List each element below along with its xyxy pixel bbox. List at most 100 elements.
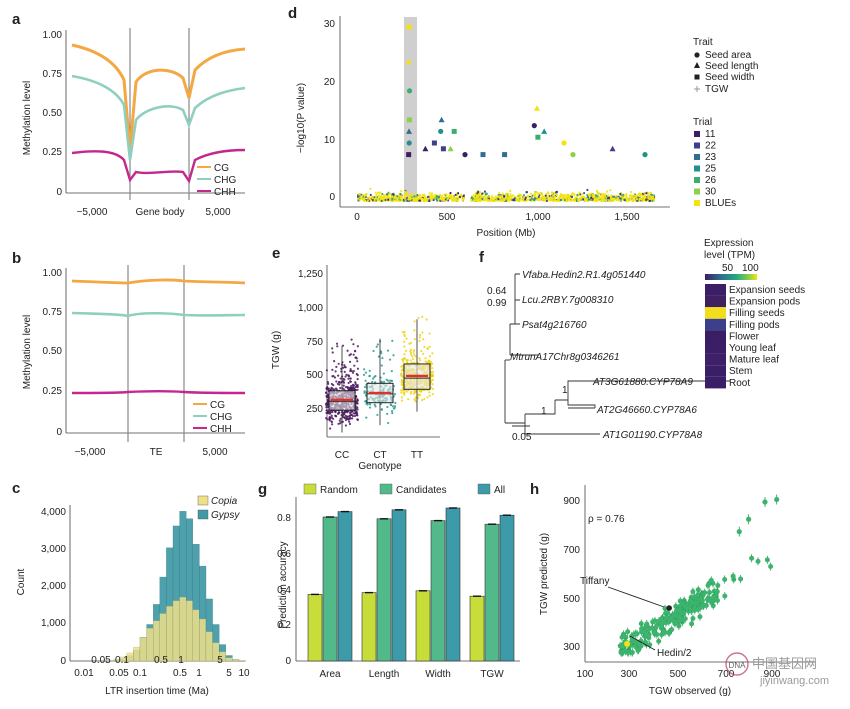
jitter-point: [364, 371, 368, 374]
snp-point: [476, 196, 479, 199]
snp-point: [506, 199, 509, 202]
snp-point: [585, 199, 588, 202]
jitter-point: [342, 380, 345, 383]
scatter-point: [688, 608, 694, 614]
snp-point: [387, 198, 390, 201]
scatter-point: [638, 643, 644, 649]
svg-text:CC: CC: [335, 450, 349, 461]
snp-point: [598, 197, 601, 200]
snp-point: [545, 193, 548, 196]
scatter-point: [666, 630, 672, 636]
svg-text:CHH: CHH: [210, 424, 232, 435]
scatter-point: [641, 625, 647, 631]
snp-point: [494, 199, 497, 202]
scatter-point: [641, 629, 647, 635]
snp-point: [391, 197, 394, 200]
jitter-point: [381, 356, 384, 360]
snp-hit: [502, 152, 508, 158]
snp-point: [634, 199, 636, 202]
snp-point: [416, 197, 419, 200]
scatter-point: [715, 582, 721, 588]
trial-label-30: 30: [705, 187, 717, 198]
panel-h-xticks: 100 300 500 700 900: [577, 669, 781, 680]
jitter-point: [349, 414, 352, 417]
jitter-point: [374, 405, 377, 408]
jitter-point: [356, 418, 360, 421]
snp-point: [631, 195, 634, 198]
snp-point: [405, 193, 408, 196]
snp-point: [637, 199, 640, 202]
snp-point: [583, 196, 585, 199]
scatter-point: [672, 619, 678, 625]
snp-point: [391, 195, 393, 198]
snp-point: [473, 196, 476, 199]
jitter-point: [418, 333, 422, 337]
svg-text:300: 300: [563, 642, 580, 653]
jitter-point: [326, 381, 330, 384]
snp-point: [630, 191, 632, 194]
snp-point: [593, 199, 596, 202]
snp-point: [499, 197, 502, 200]
panel-f-tree: [504, 273, 730, 435]
snp-point: [395, 197, 398, 200]
snp-point: [560, 199, 562, 202]
trial-label-25: 25: [705, 164, 717, 175]
jitter-point: [356, 367, 360, 370]
snp-point: [631, 198, 634, 201]
snp-point: [478, 192, 481, 195]
snp-point: [581, 193, 584, 196]
jitter-point: [418, 357, 421, 360]
gene-psat: Psat4g216760: [522, 320, 587, 331]
snp-point: [476, 193, 479, 196]
snp-hit: [438, 128, 444, 134]
jitter-point: [409, 392, 412, 395]
svg-text:50: 50: [722, 263, 734, 274]
snp-point: [518, 193, 521, 196]
jitter-point: [344, 386, 348, 389]
snp-point: [645, 198, 647, 201]
jitter-point: [337, 362, 340, 365]
jitter-point: [389, 379, 392, 382]
jitter-point: [349, 380, 352, 383]
jitter-point: [356, 398, 359, 401]
snp-point: [383, 194, 386, 197]
snp-point: [554, 191, 556, 194]
panel-c-histogram: [100, 511, 246, 662]
panel-c-xlabel: LTR insertion time (Ma): [105, 686, 209, 697]
snp-point: [631, 196, 634, 199]
jitter-point: [401, 379, 404, 383]
jitter-point: [326, 403, 329, 406]
jitter-point: [346, 415, 349, 418]
snp-point: [475, 199, 478, 202]
snp-point: [561, 193, 564, 196]
jitter-point: [413, 389, 416, 392]
snp-point: [648, 196, 651, 199]
bar-random-tgw: [469, 595, 485, 662]
snp-point: [649, 199, 651, 202]
panel-a-ylabel: Methylation level: [22, 81, 33, 155]
snp-point: [364, 193, 367, 196]
snp-point: [609, 197, 612, 200]
panel-b-chh-line: [71, 390, 246, 395]
scatter-point: [695, 587, 701, 593]
scatter-point: [708, 597, 714, 603]
jitter-point: [426, 346, 429, 350]
heat-cell: [705, 330, 726, 342]
label-hedin: Hedin/2: [657, 648, 692, 659]
snp-point: [406, 191, 409, 194]
snp-point: [643, 195, 646, 198]
jitter-point: [352, 412, 355, 415]
snp-point: [386, 196, 389, 199]
snp-point: [426, 197, 429, 200]
snp-point: [412, 196, 415, 199]
snp-point: [590, 192, 593, 195]
scatter-point: [646, 627, 652, 633]
snp-point: [431, 192, 433, 195]
snp-point: [410, 197, 413, 200]
svg-text:Seed length: Seed length: [705, 61, 758, 72]
snp-point: [610, 194, 613, 197]
jitter-point: [354, 381, 357, 384]
snp-hit: [570, 152, 576, 158]
scatter-point: [664, 615, 670, 621]
snp-point: [546, 199, 548, 202]
